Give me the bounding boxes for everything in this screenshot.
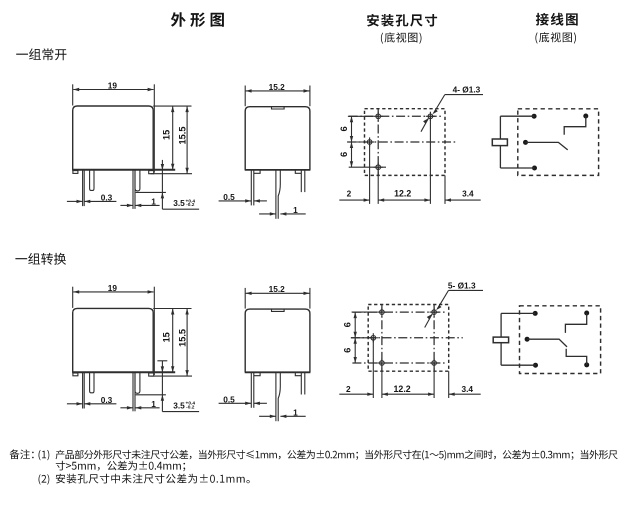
svg-text:15.5: 15.5 bbox=[178, 127, 188, 145]
svg-text:+0.4: +0.4 bbox=[186, 401, 196, 407]
svg-text:19: 19 bbox=[108, 81, 118, 91]
svg-text:+0.4: +0.4 bbox=[186, 198, 196, 204]
svg-text:-0.2: -0.2 bbox=[186, 202, 195, 208]
svg-text:3.4: 3.4 bbox=[462, 188, 474, 198]
svg-text:15.2: 15.2 bbox=[269, 82, 286, 92]
svg-text:0.3: 0.3 bbox=[101, 395, 113, 405]
svg-text:5- Ø1.3: 5- Ø1.3 bbox=[448, 281, 476, 291]
svg-text:0.5: 0.5 bbox=[223, 192, 235, 202]
svg-text:3.5: 3.5 bbox=[173, 198, 185, 208]
svg-text:15.2: 15.2 bbox=[269, 284, 286, 294]
svg-text:1: 1 bbox=[151, 197, 156, 207]
svg-text:1: 1 bbox=[151, 399, 156, 409]
svg-text:15: 15 bbox=[161, 130, 171, 140]
svg-text:2: 2 bbox=[346, 384, 351, 394]
svg-text:19: 19 bbox=[108, 283, 118, 293]
svg-text:6: 6 bbox=[338, 126, 349, 131]
svg-text:2: 2 bbox=[347, 188, 352, 198]
svg-text:3.5: 3.5 bbox=[173, 400, 185, 410]
svg-text:15.5: 15.5 bbox=[178, 329, 188, 347]
svg-text:6: 6 bbox=[338, 152, 349, 157]
svg-text:-0.2: -0.2 bbox=[186, 404, 195, 410]
svg-text:6: 6 bbox=[342, 348, 353, 353]
svg-text:0.5: 0.5 bbox=[223, 394, 235, 404]
svg-text:12.2: 12.2 bbox=[394, 188, 411, 198]
svg-text:3.4: 3.4 bbox=[462, 384, 474, 394]
svg-text:15: 15 bbox=[161, 332, 171, 342]
svg-text:4- Ø1.3: 4- Ø1.3 bbox=[453, 85, 481, 95]
svg-text:12.2: 12.2 bbox=[394, 384, 411, 394]
svg-text:1: 1 bbox=[293, 407, 298, 417]
svg-text:1: 1 bbox=[293, 205, 298, 215]
svg-text:6: 6 bbox=[342, 322, 353, 327]
svg-text:0.3: 0.3 bbox=[101, 193, 113, 203]
